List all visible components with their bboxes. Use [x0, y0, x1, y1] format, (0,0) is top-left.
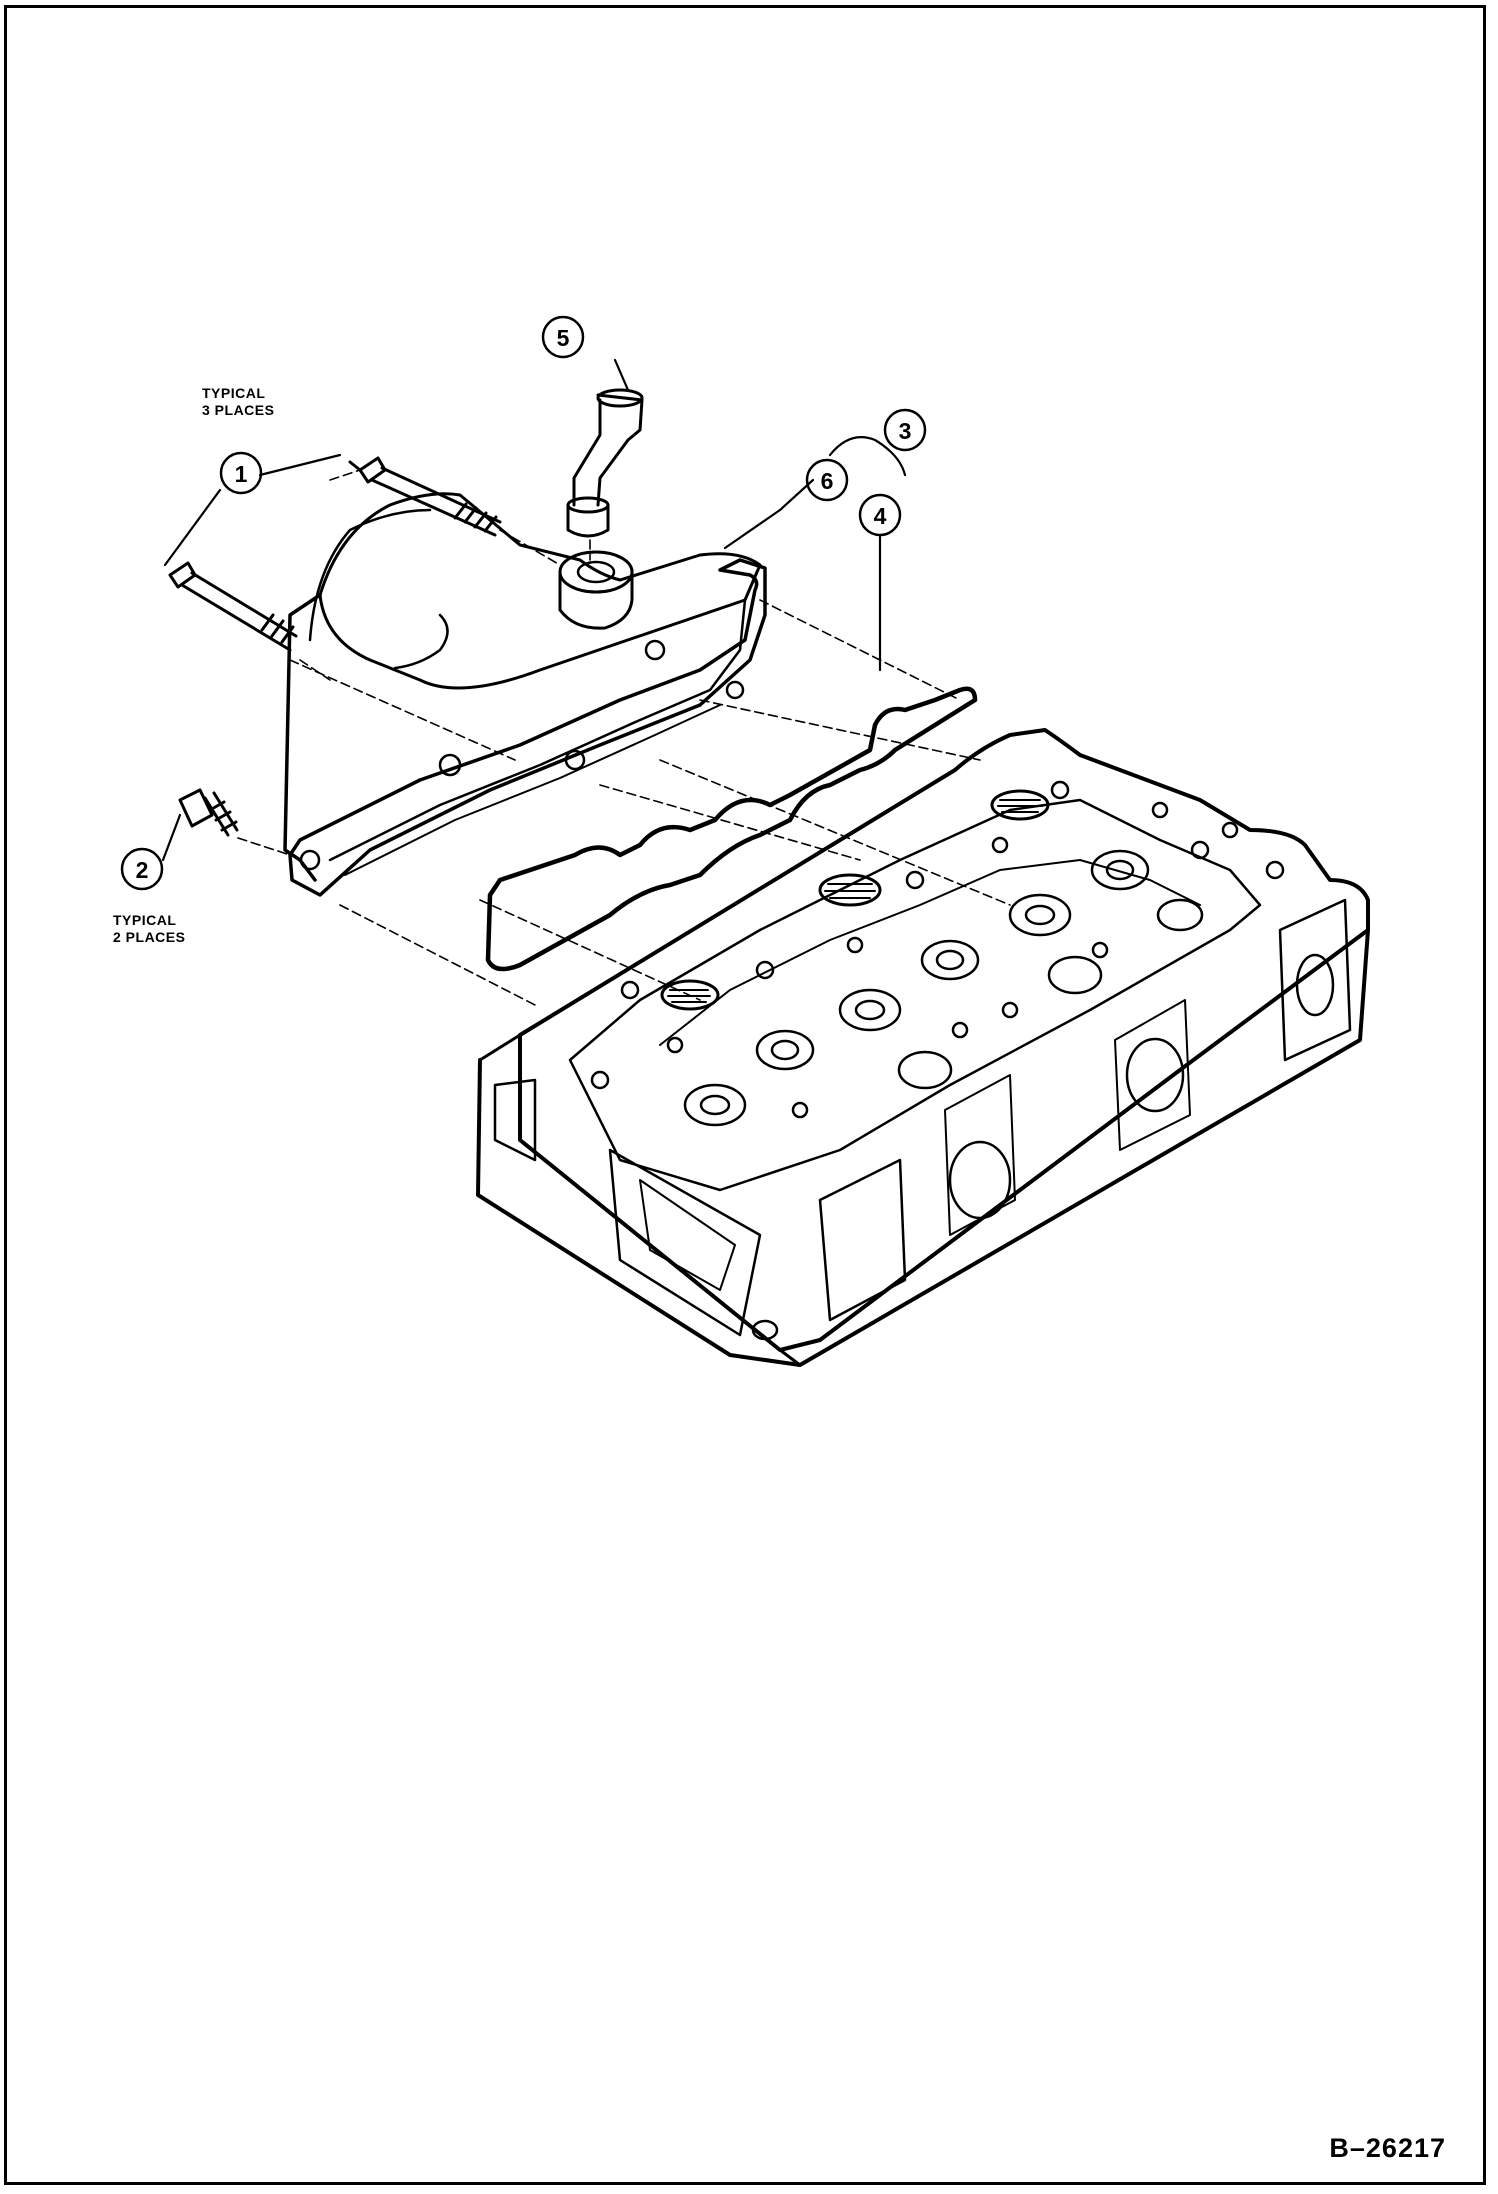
head-bolt-hole	[751, 1319, 779, 1341]
callout-leaders	[161, 358, 907, 862]
callout-6-label: 6	[821, 468, 834, 494]
valve-ports	[683, 849, 1204, 1127]
callout-5-label: 5	[557, 325, 570, 351]
callout-3-label: 3	[899, 418, 912, 444]
long-bolt	[168, 561, 298, 652]
callout-2-balloon	[120, 847, 164, 891]
manifold-port	[1125, 1037, 1185, 1113]
cylinder-head	[476, 728, 1370, 1367]
cover-boss	[564, 749, 586, 771]
callout-5-balloon	[541, 315, 585, 359]
cover-gasket	[485, 686, 978, 972]
oil-passages	[660, 789, 1050, 1011]
short-bolt	[178, 788, 239, 837]
note-typical-3-places: TYPICAL 3 PLACES	[202, 385, 275, 418]
callout-1-label: 1	[235, 461, 248, 487]
sheet-border	[4, 5, 1486, 2185]
figure-number: B–26217	[1329, 2133, 1446, 2163]
callout-6-balloon	[805, 458, 849, 502]
long-bolt	[348, 456, 502, 537]
head-bolt-holes	[590, 780, 1285, 1119]
callout-4-label: 4	[874, 503, 887, 529]
callout-balloons	[120, 315, 927, 891]
note-typical-2-places: TYPICAL 2 PLACES	[113, 912, 186, 945]
cover-boss	[725, 680, 745, 700]
rocker-cover	[283, 492, 767, 897]
cover-boss	[299, 849, 321, 871]
assembly-lines	[237, 469, 1011, 1006]
callout-3-balloon	[883, 408, 927, 452]
cover-boss	[438, 753, 462, 777]
breather-hose	[566, 388, 644, 538]
callout-4-balloon	[858, 493, 902, 537]
cover-boss	[644, 639, 666, 661]
callout-2-label: 2	[136, 857, 149, 883]
callout-1-balloon	[219, 451, 263, 495]
